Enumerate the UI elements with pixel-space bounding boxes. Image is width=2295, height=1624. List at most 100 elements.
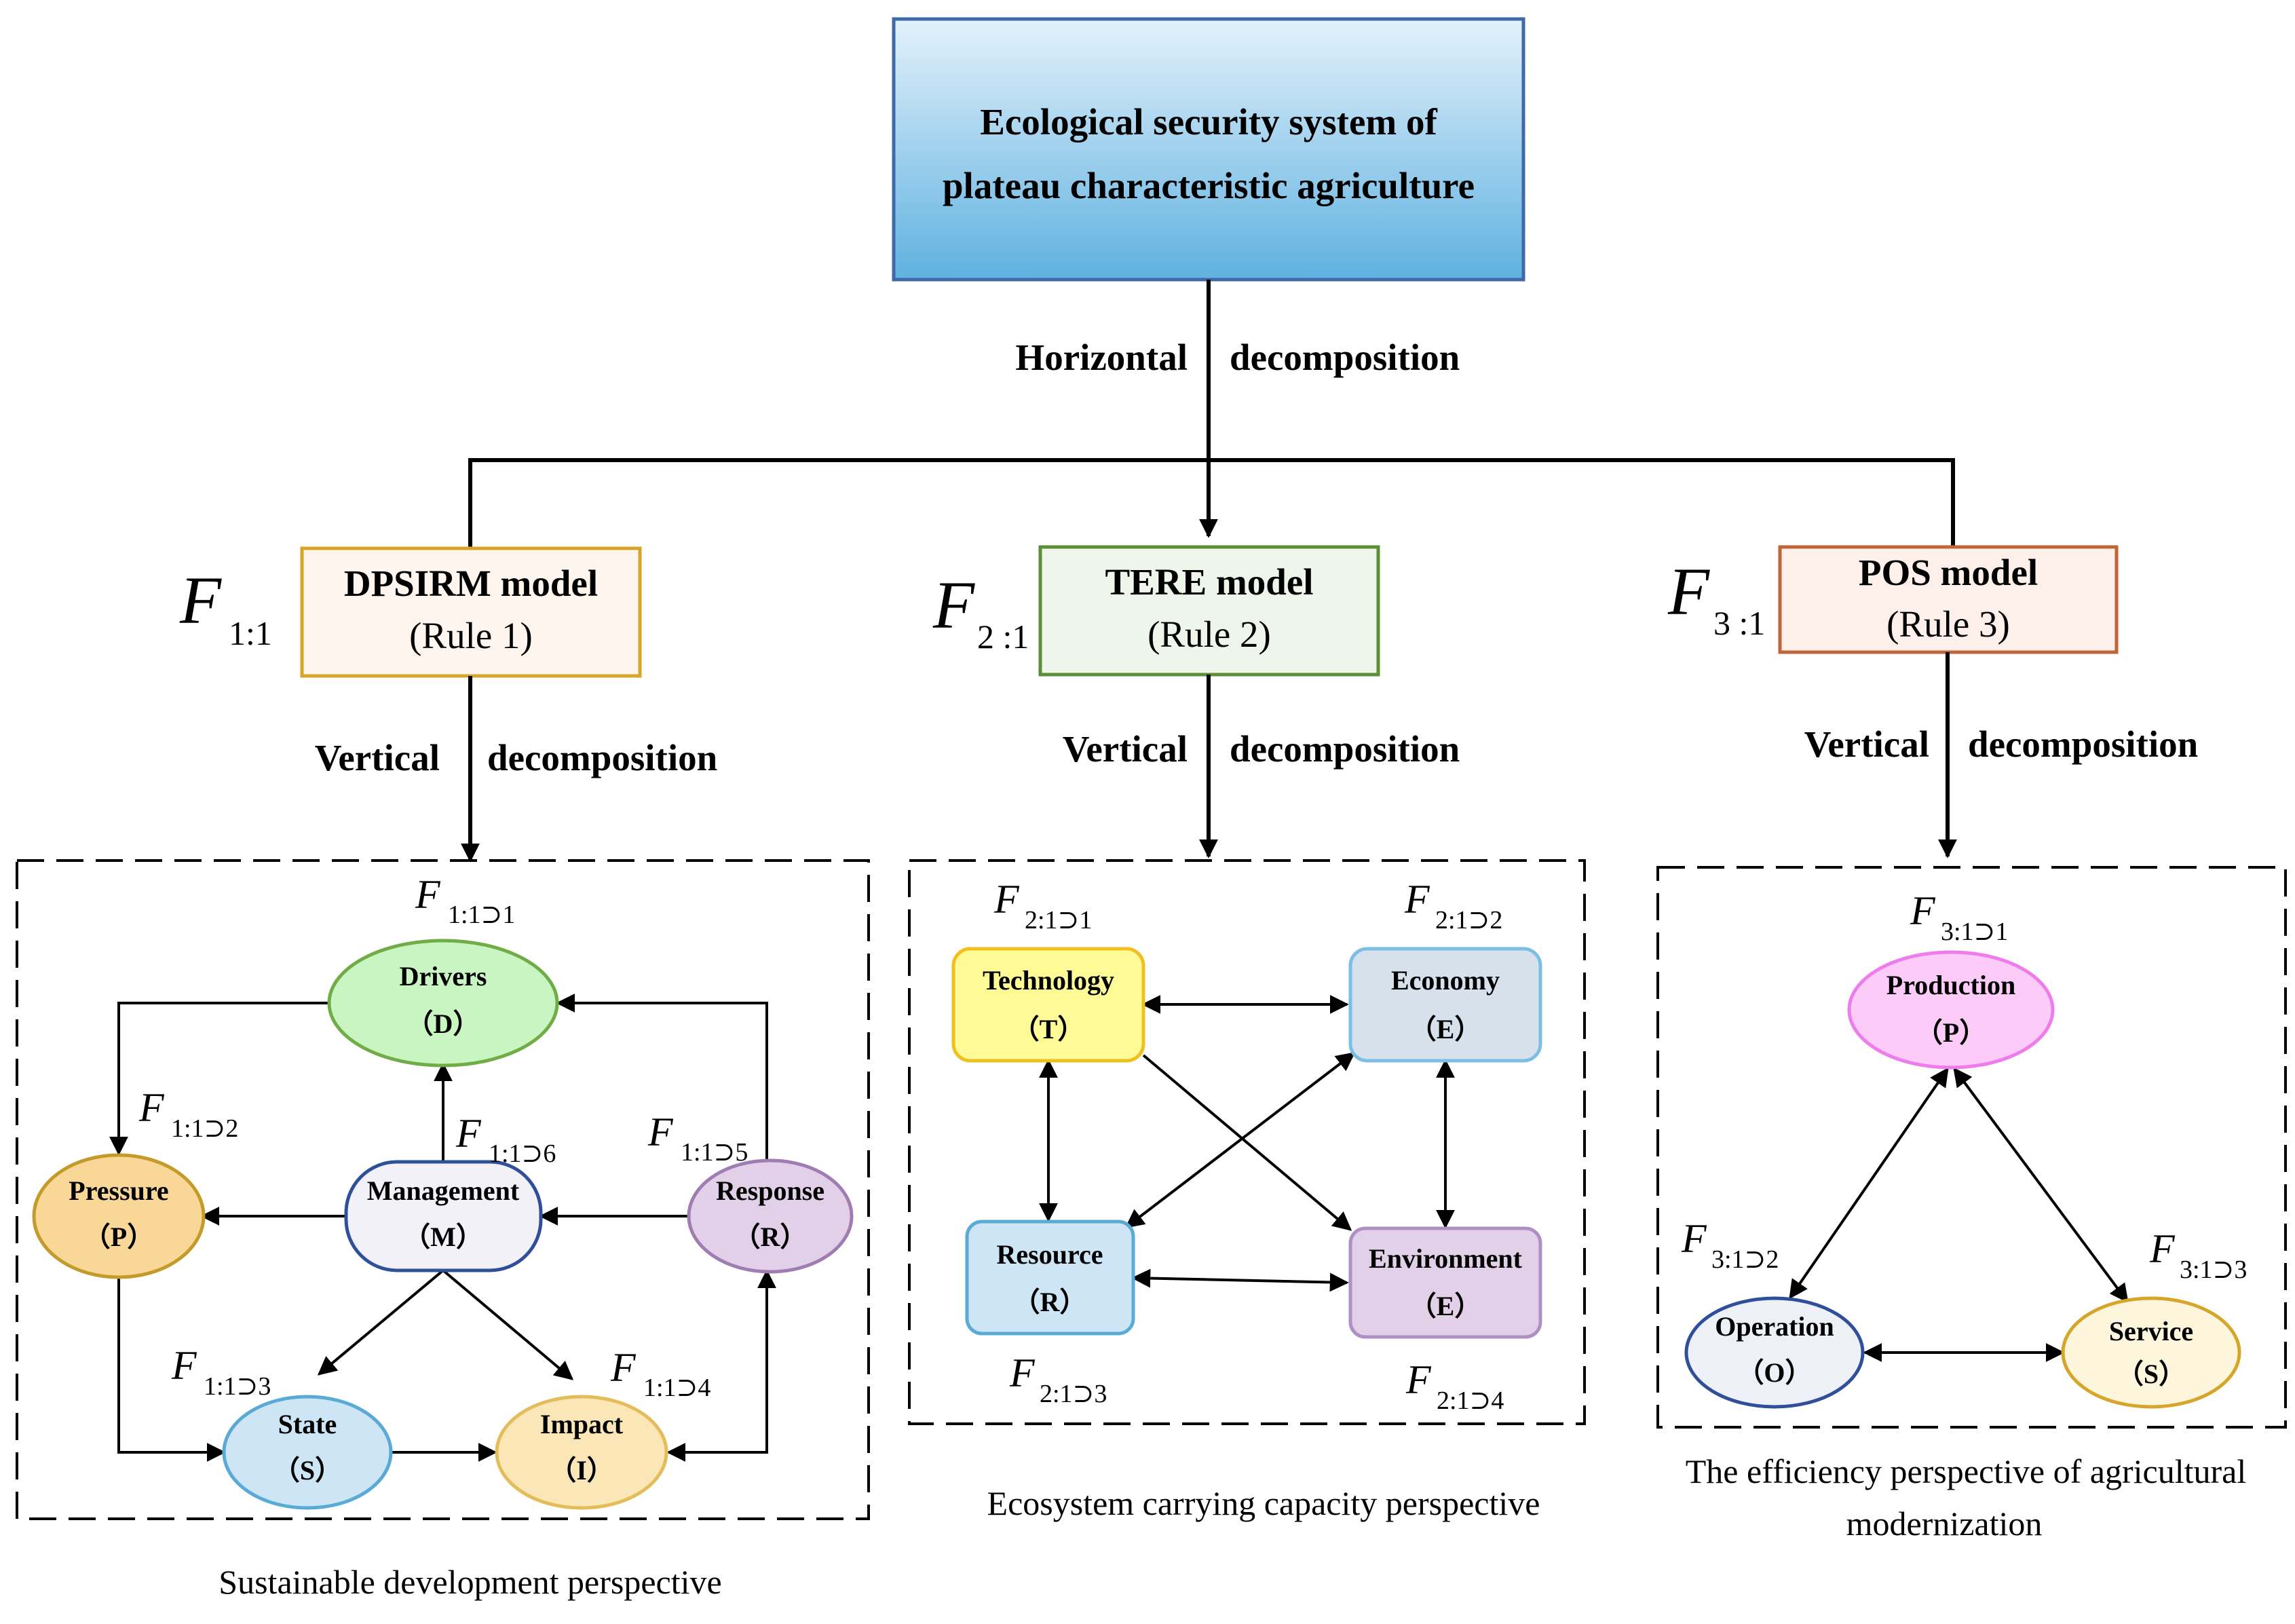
pos-decomposition-label: decomposition [1968,723,2198,765]
svg-text:F: F [171,1343,197,1388]
operation-label: Operation [1715,1311,1834,1342]
dpsirm-model-title: DPSIRM model [344,563,598,604]
dpsirm-vertical-label: Vertical [315,737,440,778]
tere-panel [908,859,1586,1425]
svg-text:F: F [1009,1351,1036,1395]
svg-text:F: F [1405,1357,1432,1402]
svg-text:2:1⊃3: 2:1⊃3 [1040,1380,1107,1408]
state-abbr: （S） [273,1455,342,1486]
tere-model-box [1038,545,1380,677]
impact-response-arrow [666,1269,776,1462]
management-f-label: F 1:1⊃6 [455,1111,556,1168]
svg-text:F: F [455,1111,482,1156]
root-title-line1: Ecological security system of [980,101,1437,143]
resource-label: Resource [997,1239,1103,1270]
production-f-label: F 3:1⊃1 [1910,888,2008,946]
response-label: Response [716,1175,824,1206]
production-service-arrow [1953,1067,2129,1304]
pos-vertical-label: Vertical [1804,723,1929,765]
pressure-label: Pressure [69,1175,168,1206]
branch-connector [468,458,1955,548]
svg-text:1:1⊃5: 1:1⊃5 [681,1138,748,1167]
pos-model-title: POS model [1859,552,2038,593]
service-label: Service [2109,1316,2193,1346]
svg-text:2:1⊃4: 2:1⊃4 [1437,1386,1504,1415]
technology-label: Technology [983,965,1114,996]
svg-text:F: F [1404,877,1430,922]
drivers-to-pressure-arrow [109,1002,331,1156]
impact-label: Impact [540,1409,624,1439]
management-to-state-arrow [317,1269,444,1376]
drivers-abbr: （D） [406,1008,480,1039]
state-node: State （S） [222,1395,393,1510]
svg-text:2:1⊃1: 2:1⊃1 [1025,906,1092,934]
svg-text:1:1⊃6: 1:1⊃6 [489,1139,556,1168]
decomposition-label: decomposition [1230,337,1460,378]
svg-text:F: F [610,1345,637,1390]
svg-text:1:1⊃4: 1:1⊃4 [643,1374,710,1402]
svg-text:3:1⊃3: 3:1⊃3 [2180,1255,2247,1284]
management-abbr: （M） [403,1222,483,1252]
impact-node: Impact （I） [495,1395,668,1510]
model1-symbol-sub: 1:1 [229,614,272,652]
svg-text:2:1⊃2: 2:1⊃2 [1435,906,1502,934]
tere-perspective: Ecosystem carrying capacity perspective [987,1484,1540,1522]
tere-rule: (Rule 2) [1148,613,1271,655]
svg-text:1:1⊃1: 1:1⊃1 [448,901,515,929]
svg-text:3:1⊃1: 3:1⊃1 [1941,918,2008,946]
svg-text:1:1⊃2: 1:1⊃2 [171,1114,238,1143]
production-node: Production （P） [1847,950,2055,1070]
dpsirm-decomposition-label: decomposition [487,737,717,778]
svg-text:F: F [993,877,1020,922]
drivers-f-label: F 1:1⊃1 [415,872,515,929]
pos-perspective-line2: modernization [1846,1505,2043,1543]
pressure-to-state-arrow [117,1277,226,1462]
response-f-label: F 1:1⊃5 [647,1110,748,1167]
svg-text:1:1⊃3: 1:1⊃3 [204,1372,271,1401]
management-to-impact-arrow [442,1269,574,1380]
economy-resource-arrow [1124,1052,1356,1228]
pressure-node: Pressure （P） [32,1153,206,1279]
svg-text:F: F [1910,888,1936,933]
service-f-label: F 3:1⊃3 [2149,1226,2247,1284]
state-label: State [278,1409,337,1439]
svg-text:F: F [1681,1216,1707,1261]
svg-text:F: F [138,1085,165,1130]
dpsirm-perspective: Sustainable development perspective [219,1563,721,1601]
operation-abbr: （O） [1737,1357,1812,1388]
svg-text:F: F [2149,1226,2176,1271]
root-title-line2: plateau characteristic agriculture [943,165,1475,206]
model2-symbol-sub: 2 :1 [977,618,1029,656]
response-abbr: （R） [734,1222,808,1252]
resource-node: Resource （R） [965,1220,1135,1336]
production-label: Production [1886,970,2015,1000]
management-node: Management （M） [344,1160,543,1272]
dpsirm-rule: (Rule 1) [409,615,533,656]
environment-label: Environment [1369,1243,1523,1274]
management-label: Management [367,1175,520,1206]
drivers-node: Drivers （D） [327,939,559,1068]
economy-node: Economy （E） [1348,947,1542,1063]
resource-f-label: F 2:1⊃3 [1009,1351,1107,1408]
svg-text:3:1⊃2: 3:1⊃2 [1711,1245,1779,1274]
tere-vertical-label: Vertical [1063,728,1188,770]
pos-rule: (Rule 3) [1886,603,2010,645]
model3-symbol: F [1667,554,1710,629]
dpsirm-panel [16,859,870,1520]
operation-node: Operation （O） [1684,1296,1865,1409]
technology-node: Technology （T） [951,947,1145,1063]
svg-text:F: F [415,872,441,917]
model1-symbol: F [179,563,222,638]
impact-f-label: F 1:1⊃4 [610,1345,710,1402]
state-f-label: F 1:1⊃3 [171,1343,271,1401]
production-abbr: （P） [1916,1017,1986,1048]
drivers-label: Drivers [400,961,487,992]
resource-environment-arrow [1131,1268,1349,1292]
service-node: Service （S） [2061,1296,2241,1409]
technology-to-environment-arrow [1142,1054,1352,1231]
environment-f-label: F 2:1⊃4 [1405,1357,1504,1415]
tere-model-title: TERE model [1105,561,1313,603]
tere-decomposition-label: decomposition [1230,728,1460,770]
pos-perspective-line1: The efficiency perspective of agricultur… [1686,1452,2246,1490]
root-box [892,17,1525,282]
